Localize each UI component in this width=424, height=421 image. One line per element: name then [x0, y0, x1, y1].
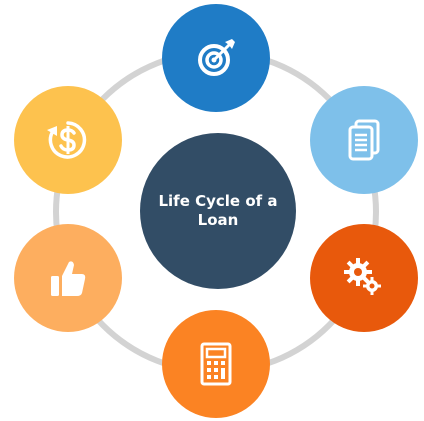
node-gears: [310, 224, 418, 332]
node-thumbs-up: [14, 224, 122, 332]
dollar-cycle-icon: [45, 117, 91, 163]
center-node: Life Cycle of a Loan: [140, 133, 296, 289]
node-calculator: [162, 310, 270, 418]
node-target: [162, 4, 270, 112]
calculator-icon: [198, 342, 234, 386]
document-icon: [344, 118, 384, 162]
center-title: Life Cycle of a Loan: [158, 192, 278, 229]
gears-icon: [341, 255, 387, 301]
thumbs-up-icon: [46, 256, 90, 300]
node-dollar: [14, 86, 122, 194]
target-icon: [194, 36, 238, 80]
node-document: [310, 86, 418, 194]
